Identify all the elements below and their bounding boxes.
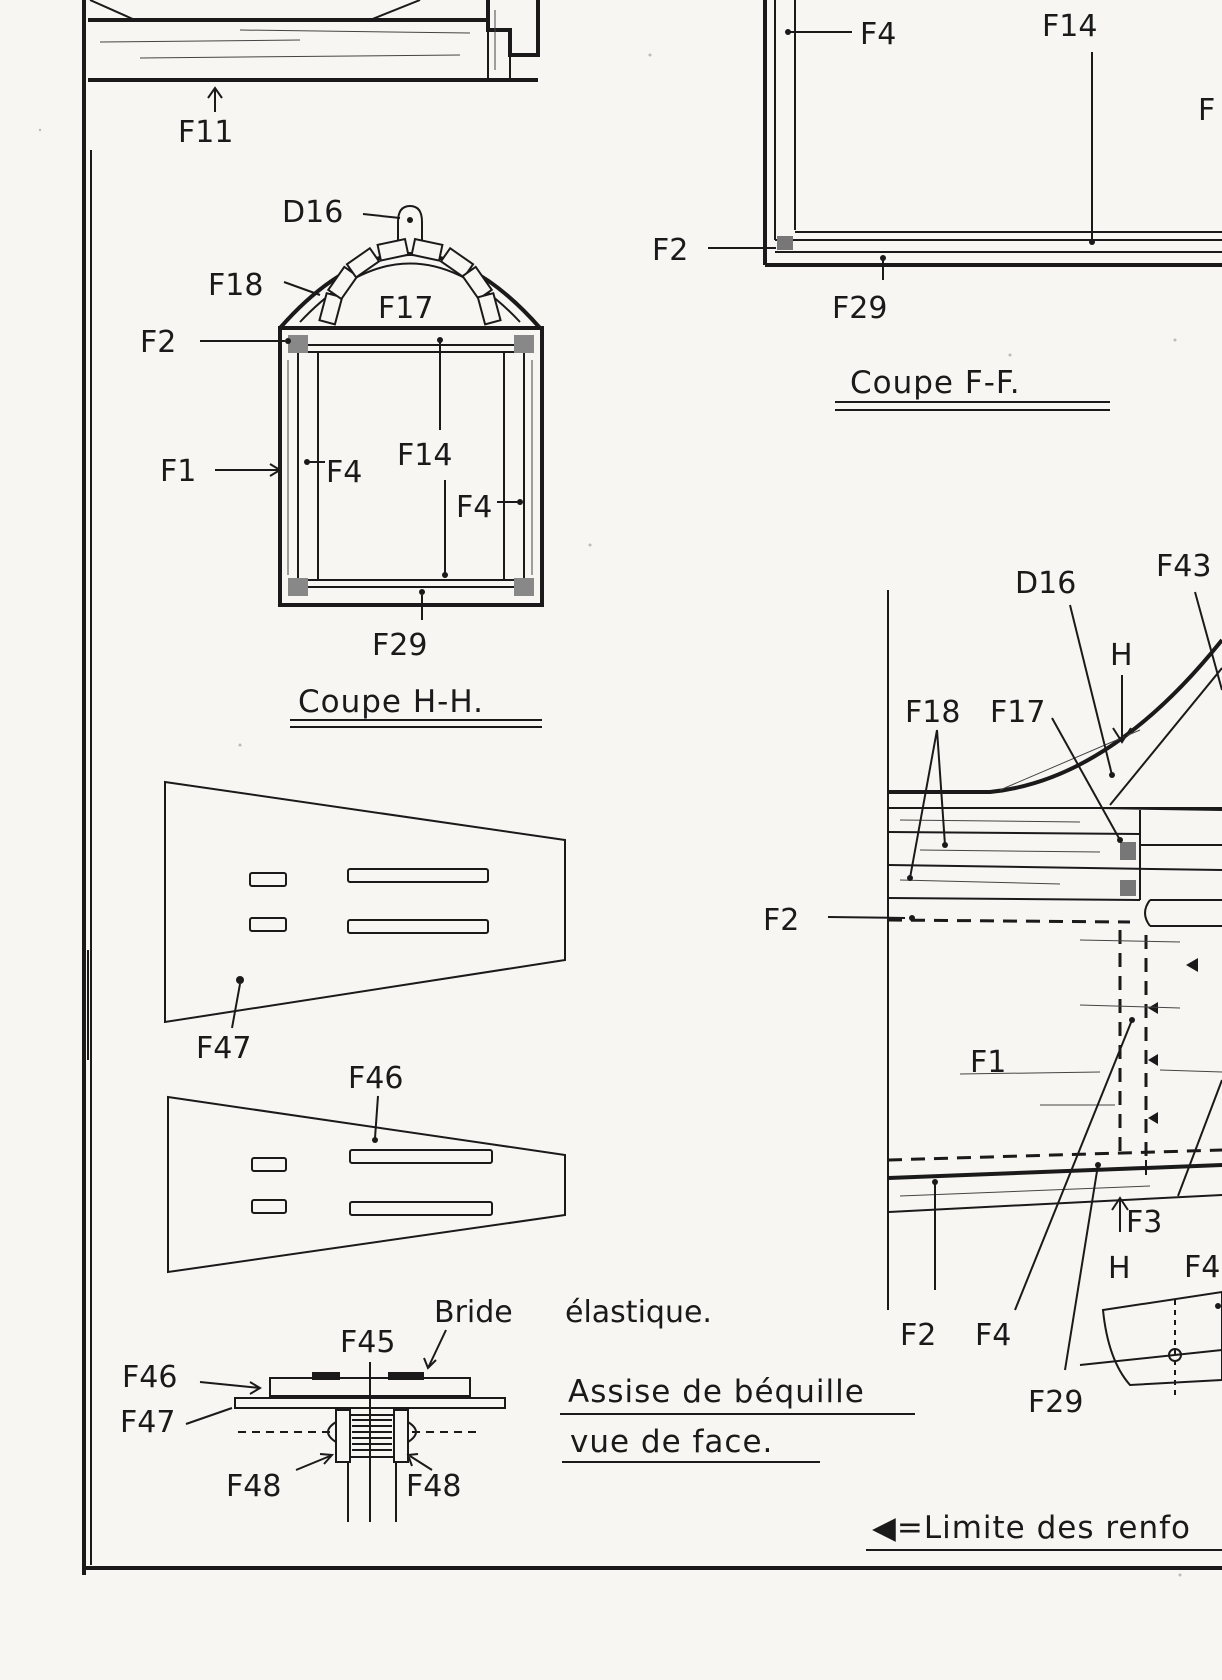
- label-h-bottom: H: [1108, 1251, 1131, 1286]
- label-f29-side: F29: [1028, 1385, 1083, 1420]
- label-f47-plate: F47: [196, 1031, 251, 1066]
- coupe-ff-drawing: F4 F14 F F2 F29 Coupe F-F.: [652, 0, 1222, 411]
- label-f48-right: F48: [406, 1469, 461, 1504]
- label-f43-side: F43: [1156, 549, 1211, 584]
- label-f2-side-bottom: F2: [900, 1318, 936, 1353]
- side-view-drawing: D16 F43 H F18 F17 F2 F1 F3 H F4 F2 F4 F2…: [763, 549, 1222, 1551]
- label-f18-side: F18: [905, 695, 960, 730]
- label-f14-hh: F14: [397, 438, 452, 473]
- label-f2-side: F2: [763, 903, 799, 938]
- label-f4-hh-left: F4: [326, 455, 362, 490]
- label-elastique: élastique.: [565, 1295, 712, 1330]
- label-f2-ff: F2: [652, 233, 688, 268]
- label-f18-hh: F18: [208, 268, 263, 303]
- label-f46-front: F46: [122, 1360, 177, 1395]
- label-f11: F11: [178, 115, 233, 150]
- coupe-hh-drawing: D16 F18 F17 F2: [140, 195, 544, 728]
- paper-texture: [38, 53, 1182, 1577]
- label-f4-top: F4: [860, 17, 896, 52]
- plate-f46-drawing: F46: [167, 1061, 566, 1274]
- drawing-frame: [82, 0, 1222, 1575]
- label-f29-hh: F29: [372, 628, 427, 663]
- caption-coupe-ff: Coupe F-F.: [850, 365, 1021, 401]
- label-h-top: H: [1110, 638, 1133, 673]
- label-f14-top: F14: [1042, 9, 1097, 44]
- caption-assise-line2: vue de face.: [570, 1424, 773, 1460]
- label-f3-side: F3: [1126, 1205, 1162, 1240]
- label-f47-front: F47: [120, 1405, 175, 1440]
- label-f17-hh: F17: [378, 291, 433, 326]
- label-f4-side-right: F4: [1184, 1250, 1220, 1285]
- label-f2-hh: F2: [140, 325, 176, 360]
- label-f-top-cut: F: [1198, 93, 1215, 128]
- label-f45: F45: [340, 1325, 395, 1360]
- label-f4-hh-right: F4: [456, 490, 492, 525]
- top-left-section: F11: [88, 0, 540, 150]
- caption-assise-line1: Assise de béquille: [568, 1374, 865, 1410]
- caption-coupe-hh: Coupe H-H.: [298, 684, 484, 720]
- label-f4-side-bottom: F4: [975, 1318, 1011, 1353]
- plate-f47-drawing: F47: [164, 780, 566, 1066]
- label-f1-side: F1: [970, 1045, 1006, 1080]
- label-d16-hh: D16: [282, 195, 343, 230]
- label-f17-side: F17: [990, 695, 1045, 730]
- label-f46-plate: F46: [348, 1061, 403, 1096]
- label-f29-ff: F29: [832, 291, 887, 326]
- legend-limite-renforts: ◀=Limite des renfo: [872, 1510, 1191, 1546]
- label-bride: Bride: [434, 1295, 513, 1330]
- assise-bequille-drawing: Bride élastique. F45 F46 F47 F48 F48: [120, 1295, 915, 1522]
- label-d16-side: D16: [1015, 566, 1076, 601]
- label-f1-hh: F1: [160, 454, 196, 489]
- label-f48-left: F48: [226, 1469, 281, 1504]
